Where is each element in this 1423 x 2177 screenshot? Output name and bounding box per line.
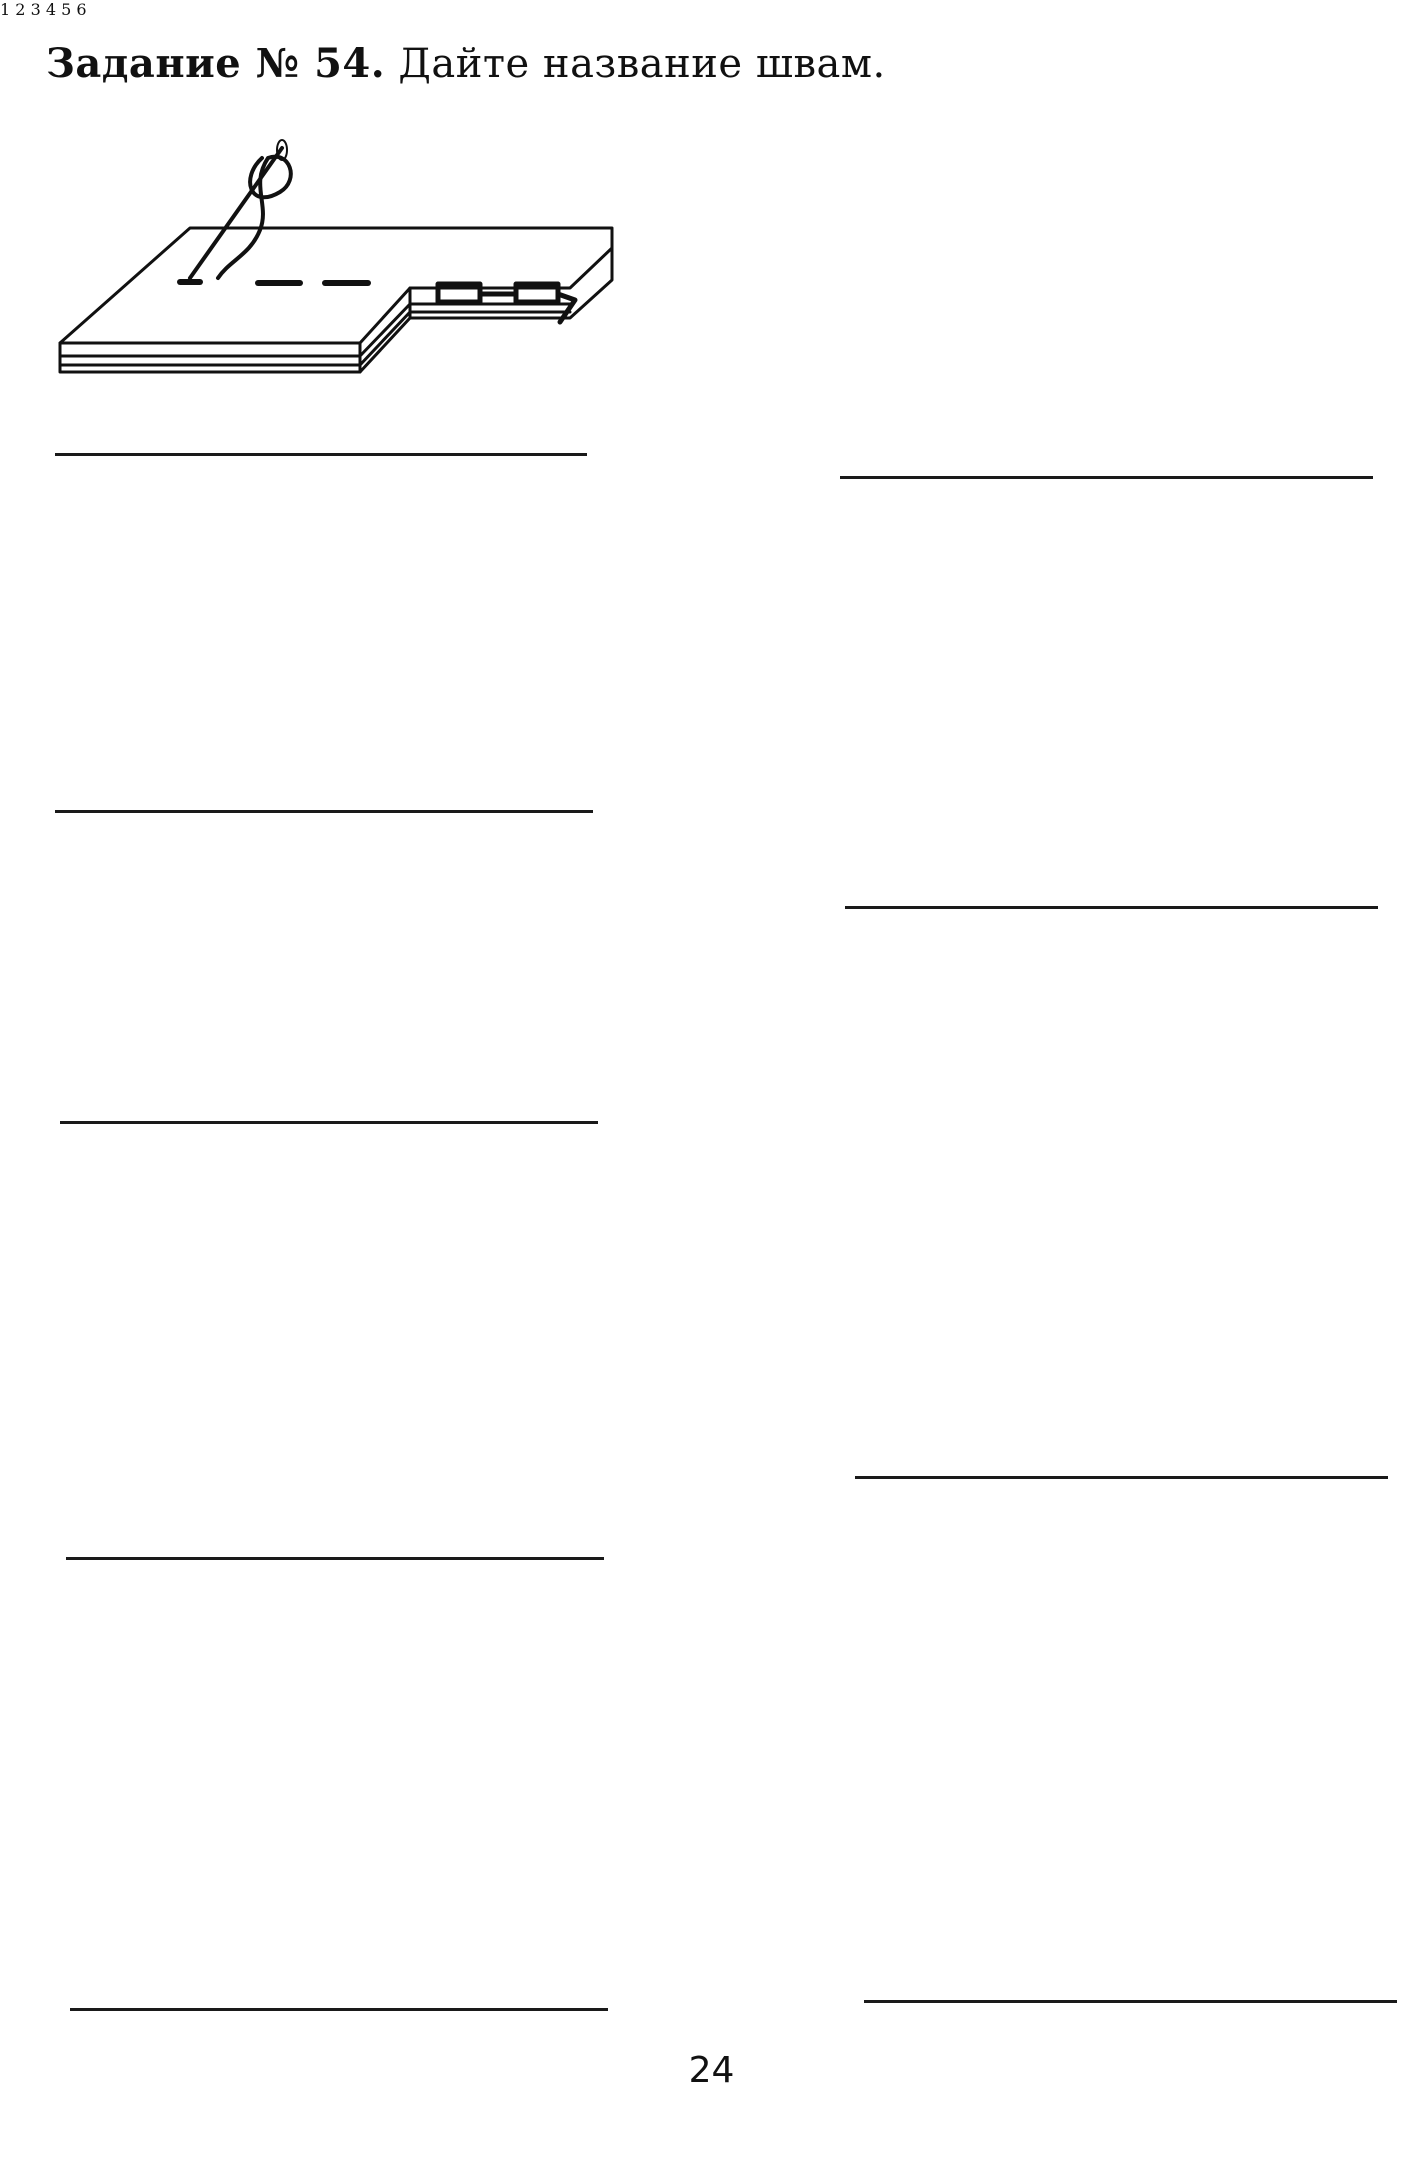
stitch-label-3: 3 [30, 0, 41, 19]
seam-illustration-8: 1 2 3 4 5 6 [0, 0, 87, 19]
stitch-order-labels: 1 2 3 4 5 6 [0, 0, 87, 19]
thread-icon: 1 2 3 4 5 6 [0, 0, 87, 19]
stitch-label-5: 5 [61, 0, 72, 19]
answer-line-9[interactable] [864, 2000, 1397, 2003]
stitch-label-1: 1 [0, 0, 11, 19]
page-title: Задание № 54. Дайте название швам. [46, 40, 886, 87]
answer-line-8[interactable] [855, 1476, 1388, 1479]
task-text: Дайте название швам. [398, 41, 886, 87]
answer-line-5[interactable] [70, 2008, 608, 2011]
stitch-label-6: 6 [76, 0, 87, 19]
stitches-on-edge [435, 281, 578, 325]
stitch-label-4: 4 [45, 0, 57, 19]
answer-line-4[interactable] [66, 1557, 604, 1560]
answer-line-3[interactable] [60, 1121, 598, 1124]
page-number: 24 [688, 2050, 735, 2091]
stitch-label-2: 2 [15, 0, 26, 19]
task-number: Задание № 54. [46, 40, 386, 87]
running-stitch [177, 279, 371, 286]
seam-illustration-1 [58, 139, 614, 374]
answer-line-1[interactable] [55, 453, 587, 456]
answer-line-2[interactable] [55, 810, 593, 813]
answer-line-6[interactable] [840, 476, 1373, 479]
answer-line-7[interactable] [845, 906, 1378, 909]
thread-icon [216, 154, 293, 280]
